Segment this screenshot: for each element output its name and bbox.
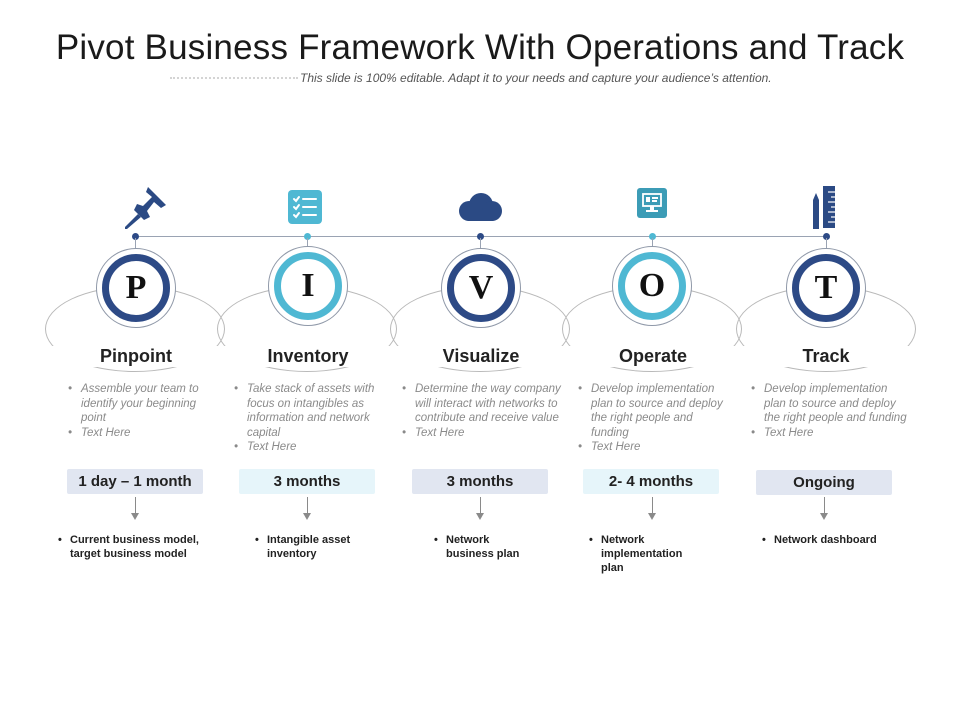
arrow-connector	[480, 497, 481, 514]
step-outcome: Network dashboard	[761, 533, 901, 547]
step-name: Track	[736, 346, 916, 367]
step-outcome: Current business model, target business …	[57, 533, 209, 561]
step-outcome: Intangible asset inventory	[254, 533, 374, 561]
timeline-dot	[131, 233, 139, 240]
step-name: Pinpoint	[46, 346, 226, 367]
step-outcome: Network implementation plan	[588, 533, 698, 575]
step-letter-circle: V	[441, 248, 521, 328]
outcome-item: Network business plan	[433, 533, 533, 561]
description-item: Text Here	[575, 440, 733, 455]
step-letter-circle: T	[786, 248, 866, 328]
step-letter: P	[102, 254, 170, 322]
step-description: Develop implementation plan to source an…	[575, 382, 733, 455]
cloud-icon	[455, 192, 503, 227]
arrow-down-icon	[303, 513, 311, 520]
arrow-down-icon	[476, 513, 484, 520]
description-item: Take stack of assets with focus on intan…	[231, 382, 387, 440]
checklist-icon	[288, 190, 322, 229]
step-description: Determine the way company will interact …	[399, 382, 565, 440]
duration-badge: 3 months	[239, 469, 375, 494]
step-outcome: Network business plan	[433, 533, 533, 561]
timeline-dot	[303, 233, 311, 240]
slide-subtitle: This slide is 100% editable. Adapt it to…	[300, 71, 772, 85]
outcome-item: Intangible asset inventory	[254, 533, 374, 561]
timeline-dot	[648, 233, 656, 240]
connector-drop	[652, 238, 653, 250]
connector-drop	[480, 238, 481, 250]
description-item: Develop implementation plan to source an…	[748, 382, 908, 426]
description-item: Assemble your team to identify your begi…	[65, 382, 205, 426]
arrow-down-icon	[648, 513, 656, 520]
step-letter: I	[274, 252, 342, 320]
arrow-down-icon	[820, 513, 828, 520]
step-letter-circle: I	[268, 246, 348, 326]
step-letter: V	[447, 254, 515, 322]
step-letter: O	[618, 252, 686, 320]
description-item: Text Here	[231, 440, 387, 455]
outcome-item: Network dashboard	[761, 533, 901, 547]
subtitle-divider	[170, 77, 298, 79]
connector-drop	[135, 238, 136, 250]
pushpin-icon	[122, 184, 170, 237]
duration-badge: 3 months	[412, 469, 548, 494]
outcome-item: Current business model, target business …	[57, 533, 209, 561]
arrow-connector	[307, 497, 308, 514]
step-name: Operate	[563, 346, 743, 367]
step-letter-circle: P	[96, 248, 176, 328]
arrow-connector	[652, 497, 653, 514]
duration-badge: 1 day – 1 month	[67, 469, 203, 494]
arrow-connector	[135, 497, 136, 514]
step-letter-circle: O	[612, 246, 692, 326]
step-description: Take stack of assets with focus on intan…	[231, 382, 387, 455]
step-name: Visualize	[391, 346, 571, 367]
step-letter: T	[792, 254, 860, 322]
timeline-dot	[822, 233, 830, 240]
arrow-connector	[824, 497, 825, 514]
slide-title: Pivot Business Framework With Operations…	[55, 28, 905, 67]
connector-drop	[307, 238, 308, 250]
description-item: Determine the way company will interact …	[399, 382, 565, 426]
step-description: Develop implementation plan to source an…	[748, 382, 908, 440]
description-item: Develop implementation plan to source an…	[575, 382, 733, 440]
connector-drop	[826, 238, 827, 250]
step-description: Assemble your team to identify your begi…	[65, 382, 205, 440]
duration-badge: Ongoing	[756, 470, 892, 495]
description-item: Text Here	[748, 426, 908, 441]
monitor-icon	[637, 188, 667, 225]
duration-badge: 2- 4 months	[583, 469, 719, 494]
timeline-dot	[476, 233, 484, 240]
description-item: Text Here	[399, 426, 565, 441]
ruler-pencil-icon	[810, 184, 840, 235]
arrow-down-icon	[131, 513, 139, 520]
step-name: Inventory	[218, 346, 398, 367]
description-item: Text Here	[65, 426, 205, 441]
outcome-item: Network implementation plan	[588, 533, 698, 575]
